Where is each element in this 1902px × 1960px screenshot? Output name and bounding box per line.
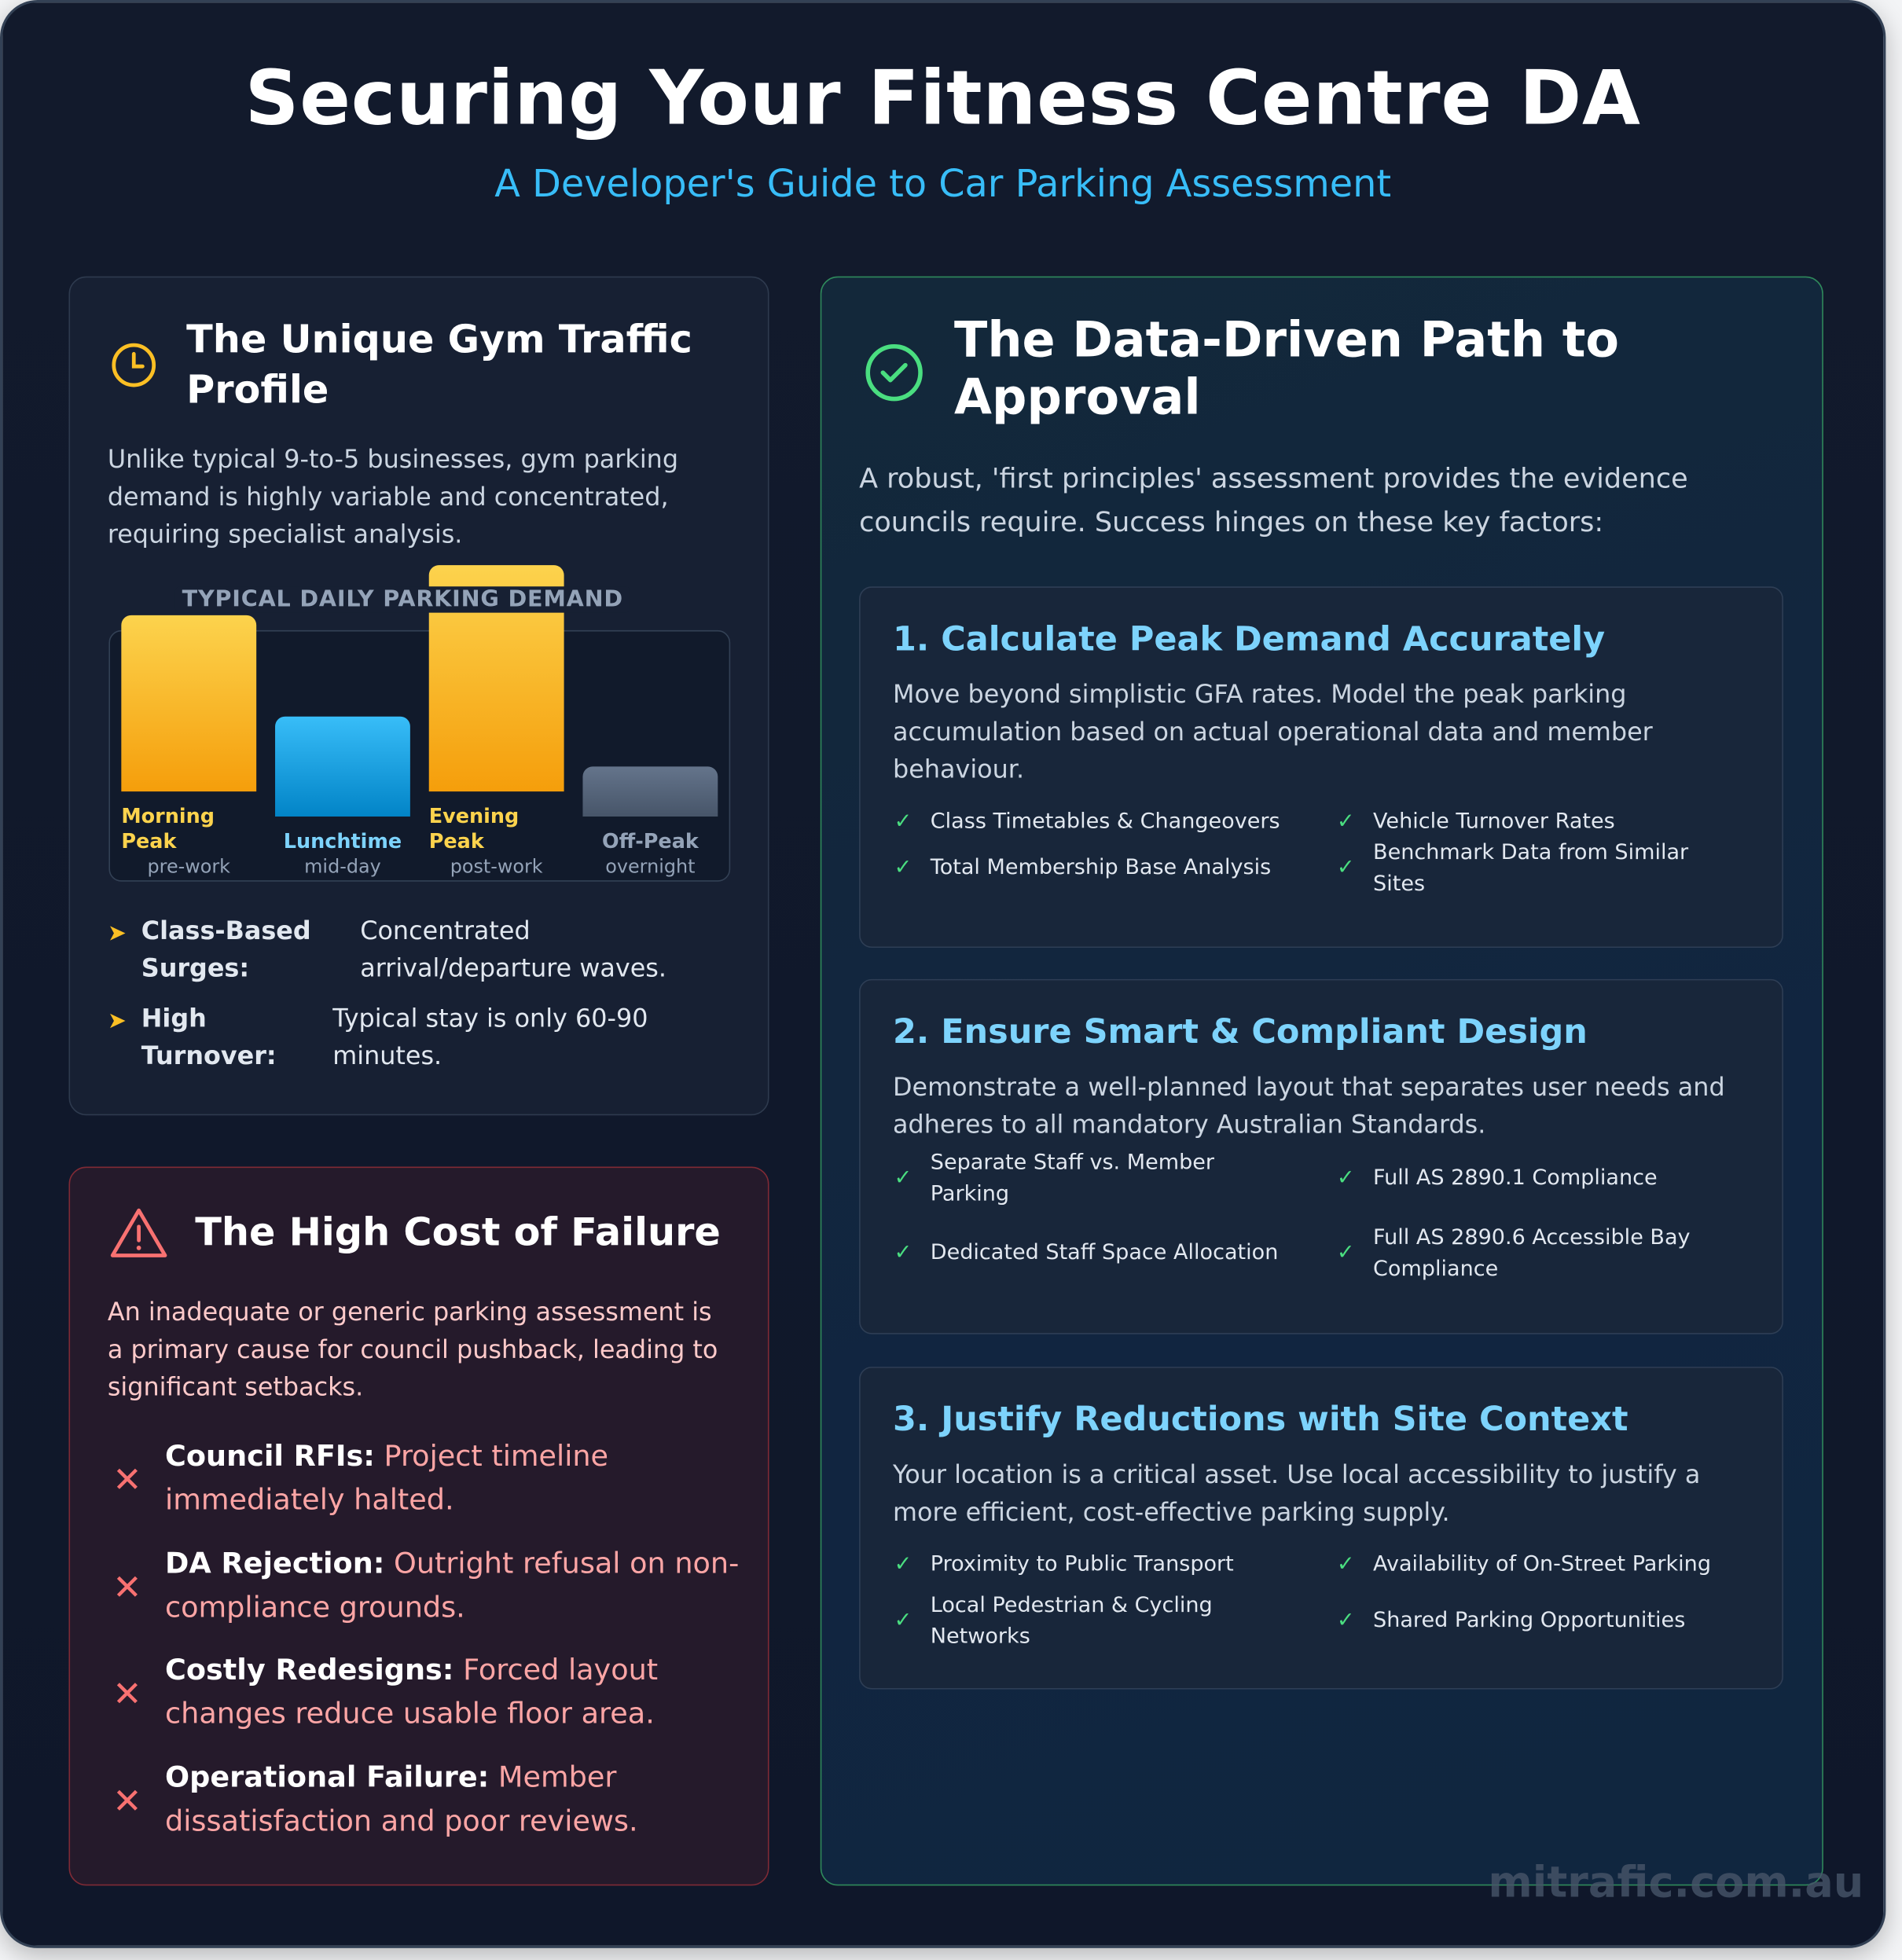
step-description: Demonstrate a well-planned layout that s…	[893, 1071, 1725, 1140]
page-subtitle: A Developer's Guide to Car Parking Asses…	[494, 162, 1392, 207]
check-icon: ✓	[894, 1165, 912, 1191]
bar-label: Morning Peak	[121, 804, 215, 853]
chart-bar	[582, 766, 718, 817]
checklist-item: ✓Availability of On-Street Parking	[1337, 1549, 1711, 1580]
step-title: 1. Calculate Peak Demand Accurately	[893, 620, 1606, 659]
arrow-icon: ➤	[107, 920, 127, 947]
page-title: Securing Your Fitness Centre DA	[244, 55, 1641, 143]
failure-item: DA Rejection: Outright refusal on non-co…	[165, 1547, 740, 1624]
bar-sublabel: post-work	[450, 855, 543, 878]
check-circle-icon	[865, 343, 923, 402]
arrow-icon: ➤	[107, 1008, 127, 1034]
warning-triangle-icon	[110, 1208, 167, 1257]
bar-label: Evening Peak	[428, 804, 520, 853]
traffic-intro: Unlike typical 9-to-5 businesses, gym pa…	[107, 443, 679, 549]
cross-icon: ✕	[112, 1459, 142, 1501]
step-description: Your location is a critical asset. Use l…	[893, 1459, 1701, 1527]
checklist-item: ✓Total Membership Base Analysis	[894, 853, 1272, 884]
check-icon: ✓	[1336, 1608, 1355, 1633]
cross-icon: ✕	[112, 1566, 142, 1609]
bar-label: Off-Peak	[601, 828, 699, 853]
check-icon: ✓	[1336, 1551, 1355, 1577]
watermark: mitrafic.com.au	[1488, 1858, 1864, 1909]
checklist-item: ✓Vehicle Turnover Rates	[1337, 806, 1615, 838]
check-icon: ✓	[894, 1240, 912, 1266]
bar-sublabel: pre-work	[147, 855, 231, 878]
step-title: 2. Ensure Smart & Compliant Design	[893, 1012, 1588, 1052]
check-icon: ✓	[1336, 1165, 1355, 1191]
checklist-item: ✓Full AS 2890.1 Compliance	[1337, 1163, 1658, 1195]
failure-card	[68, 1166, 769, 1886]
chart-bar	[121, 615, 257, 792]
approval-intro: A robust, 'first principles' assessment …	[859, 464, 1688, 539]
check-icon: ✓	[894, 809, 912, 835]
check-icon: ✓	[894, 855, 912, 881]
chart-title-text: TYPICAL DAILY PARKING DEMAND	[174, 586, 631, 613]
check-icon: ✓	[1336, 1240, 1355, 1266]
checklist-item: ✓Shared Parking Opportunities	[1337, 1606, 1685, 1637]
checklist-item: ✓Proximity to Public Transport	[894, 1549, 1234, 1580]
failure-intro: An inadequate or generic parking assessm…	[107, 1296, 718, 1402]
checklist-item: ✓Class Timetables & Changeovers	[894, 806, 1280, 838]
bar-sublabel: overnight	[605, 855, 696, 878]
step-description: Move beyond simplistic GFA rates. Model …	[893, 678, 1653, 784]
cross-icon: ✕	[112, 1780, 142, 1822]
bar-label: Lunchtime	[283, 828, 402, 853]
chart-title: TYPICAL DAILY PARKING DEMAND	[146, 586, 659, 613]
clock-icon	[112, 343, 156, 387]
check-icon: ✓	[1336, 809, 1355, 835]
checklist-item: ✓Dedicated Staff Space Allocation	[894, 1238, 1279, 1269]
check-icon: ✓	[894, 1608, 912, 1633]
failure-title: The High Cost of Failure	[195, 1210, 721, 1256]
step-title: 3. Justify Reductions with Site Context	[893, 1400, 1628, 1440]
bar-sublabel: mid-day	[304, 855, 381, 878]
check-icon: ✓	[894, 1551, 912, 1577]
cross-icon: ✕	[112, 1672, 142, 1715]
check-icon: ✓	[1336, 855, 1355, 881]
chart-bar	[275, 716, 410, 817]
